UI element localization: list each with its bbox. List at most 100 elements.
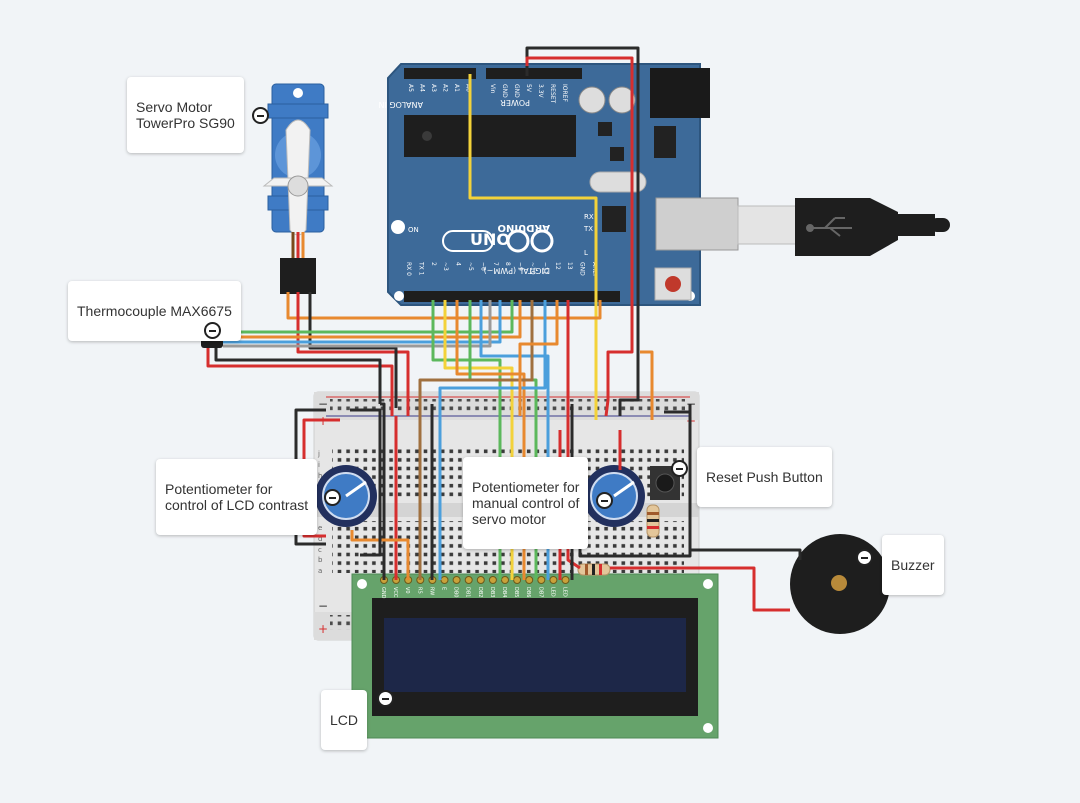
l-led-label: L xyxy=(584,249,588,257)
svg-text:+: + xyxy=(318,622,328,636)
power-pin-label-1: GND xyxy=(501,84,508,98)
digital-pin-label-13: 13 xyxy=(566,262,573,270)
wire-gnd xyxy=(525,46,640,416)
pot-servo-collapse-icon[interactable] xyxy=(596,492,613,509)
svg-text:e: e xyxy=(318,524,322,532)
reset-button-callout: Reset Push Button xyxy=(697,447,832,507)
lcd-pin-label-15: LED xyxy=(562,587,568,597)
lcd-pin-6[interactable] xyxy=(452,576,461,584)
buzzer-collapse-icon[interactable] xyxy=(856,549,873,566)
wire-thermo-gnd xyxy=(214,348,382,404)
lcd-callout: LCD xyxy=(321,690,368,750)
analog-pin-label-3: A2 xyxy=(442,84,449,92)
servo-collapse-icon[interactable] xyxy=(252,107,269,124)
pot-lcd-callout: Potentiometer for control of LCD contras… xyxy=(156,459,318,535)
lcd-collapse-icon[interactable] xyxy=(377,690,394,707)
lcd-pin-label-2: V0 xyxy=(404,587,410,594)
thermocouple-collapse-icon[interactable] xyxy=(204,322,221,339)
buzzer[interactable] xyxy=(790,534,890,634)
uno-badge xyxy=(442,230,494,252)
potentiometer-lcd-contrast[interactable] xyxy=(315,465,377,527)
tx-led-label: TX xyxy=(583,225,593,233)
digital-pin-label-11: ~11 xyxy=(541,262,548,275)
lcd-pin-label-14: LED xyxy=(549,587,555,597)
wire-a0 xyxy=(468,74,598,420)
analog-pin-label-2: A3 xyxy=(430,84,437,92)
pot-lcd-collapse-icon[interactable] xyxy=(324,489,341,506)
analog-pin-label-5: A0 xyxy=(465,84,472,92)
analog-in-label: ANALOG IN xyxy=(379,100,424,109)
lcd-pin-12[interactable] xyxy=(525,576,534,584)
wire-thermo-orange xyxy=(223,300,522,339)
lcd-pin-10[interactable] xyxy=(501,576,509,584)
resistor-buzzer xyxy=(577,563,611,576)
pot-servo-label: Potentiometer for manual control of serv… xyxy=(472,479,580,527)
svg-text:a: a xyxy=(318,567,322,575)
lcd-pin-label-10: DB4 xyxy=(501,587,507,597)
resistor-button xyxy=(646,504,660,538)
wire-thermo-gray xyxy=(223,300,492,348)
digital-pin-label-14: GND xyxy=(579,262,586,276)
reset-button-collapse-icon[interactable] xyxy=(671,460,688,477)
lcd-pin-label-12: DB6 xyxy=(525,587,531,597)
power-pin-label-4: 3.3V xyxy=(537,84,544,99)
servo-motor[interactable] xyxy=(262,83,334,294)
power-label: POWER xyxy=(500,98,530,107)
wire-servo-power xyxy=(296,292,410,416)
buzzer-label: Buzzer xyxy=(891,557,935,573)
lcd-pin-13[interactable] xyxy=(537,576,546,584)
servo-motor-callout: Servo Motor TowerPro SG90 xyxy=(127,77,244,153)
lcd-pin-5[interactable] xyxy=(440,576,449,584)
power-pin-label-2: GND xyxy=(513,84,520,98)
digital-pin-label-9: ~9 xyxy=(517,262,524,271)
svg-text:−: − xyxy=(318,599,328,613)
svg-text:d: d xyxy=(318,535,322,543)
digital-pin-label-7: 7 xyxy=(492,262,499,266)
svg-text:−: − xyxy=(318,397,328,411)
digital-pin-label-1: TX 1 xyxy=(417,261,424,276)
lcd-pin-label-1: VCC xyxy=(392,587,398,598)
svg-text:i: i xyxy=(318,461,320,469)
lcd-pin-11[interactable] xyxy=(513,576,522,584)
lcd-pin-label-9: DB3 xyxy=(489,587,495,597)
wire-thermo-green xyxy=(223,300,514,334)
power-pin-label-5: RESET xyxy=(549,84,556,104)
lcd-pin-14[interactable] xyxy=(549,576,558,584)
usb-cable[interactable] xyxy=(737,198,950,256)
svg-text:b: b xyxy=(318,556,323,564)
servo-motor-label: Servo Motor TowerPro SG90 xyxy=(136,99,235,131)
lcd-screen xyxy=(384,618,686,692)
lcd-pin-label-3: RS xyxy=(416,587,422,594)
power-pin-label-3: 5V xyxy=(525,84,532,93)
reset-button-label: Reset Push Button xyxy=(706,469,823,485)
rx-led-label: RX xyxy=(584,213,594,221)
lcd-pin-7[interactable] xyxy=(464,576,473,584)
analog-pin-label-0: A5 xyxy=(407,84,414,92)
analog-pin-label-1: A4 xyxy=(419,84,426,92)
digital-pin-label-5: ~5 xyxy=(467,262,474,271)
lcd-pin-label-8: DB2 xyxy=(477,587,483,597)
digital-pin-label-6: ~6 xyxy=(479,262,486,271)
wire-servo-gnd xyxy=(308,292,398,408)
lcd-pin-8[interactable] xyxy=(476,576,485,584)
lcd-pin-label-13: DB7 xyxy=(537,587,543,597)
usb-symbol-icon xyxy=(806,217,852,237)
svg-text:c: c xyxy=(318,546,322,554)
lcd-pin-15[interactable] xyxy=(561,576,570,584)
arduino-logo-icon xyxy=(506,229,554,253)
arduino-brand-label: ARDUINO xyxy=(498,222,550,233)
arduino-uno-board[interactable]: ANALOG IN POWER ARDUINO UNO DIGITAL (PWM… xyxy=(379,63,739,306)
power-pin-label-0: Vin xyxy=(489,84,496,94)
lcd-pin-label-7: DB1 xyxy=(465,587,471,597)
digital-pin-label-4: 4 xyxy=(455,262,462,266)
lcd-pin-label-0: GND xyxy=(380,587,386,599)
on-led-label: ON xyxy=(408,226,419,234)
digital-pin-label-12: 12 xyxy=(554,262,561,270)
analog-pin-label-4: A1 xyxy=(453,84,460,92)
potentiometer-servo-control[interactable] xyxy=(583,465,645,527)
thermocouple-label: Thermocouple MAX6675 xyxy=(77,303,232,319)
lcd-pin-9[interactable] xyxy=(488,576,497,584)
digital-pin-label-3: ~3 xyxy=(442,262,449,271)
digital-pin-label-0: RX 0 xyxy=(405,262,412,276)
